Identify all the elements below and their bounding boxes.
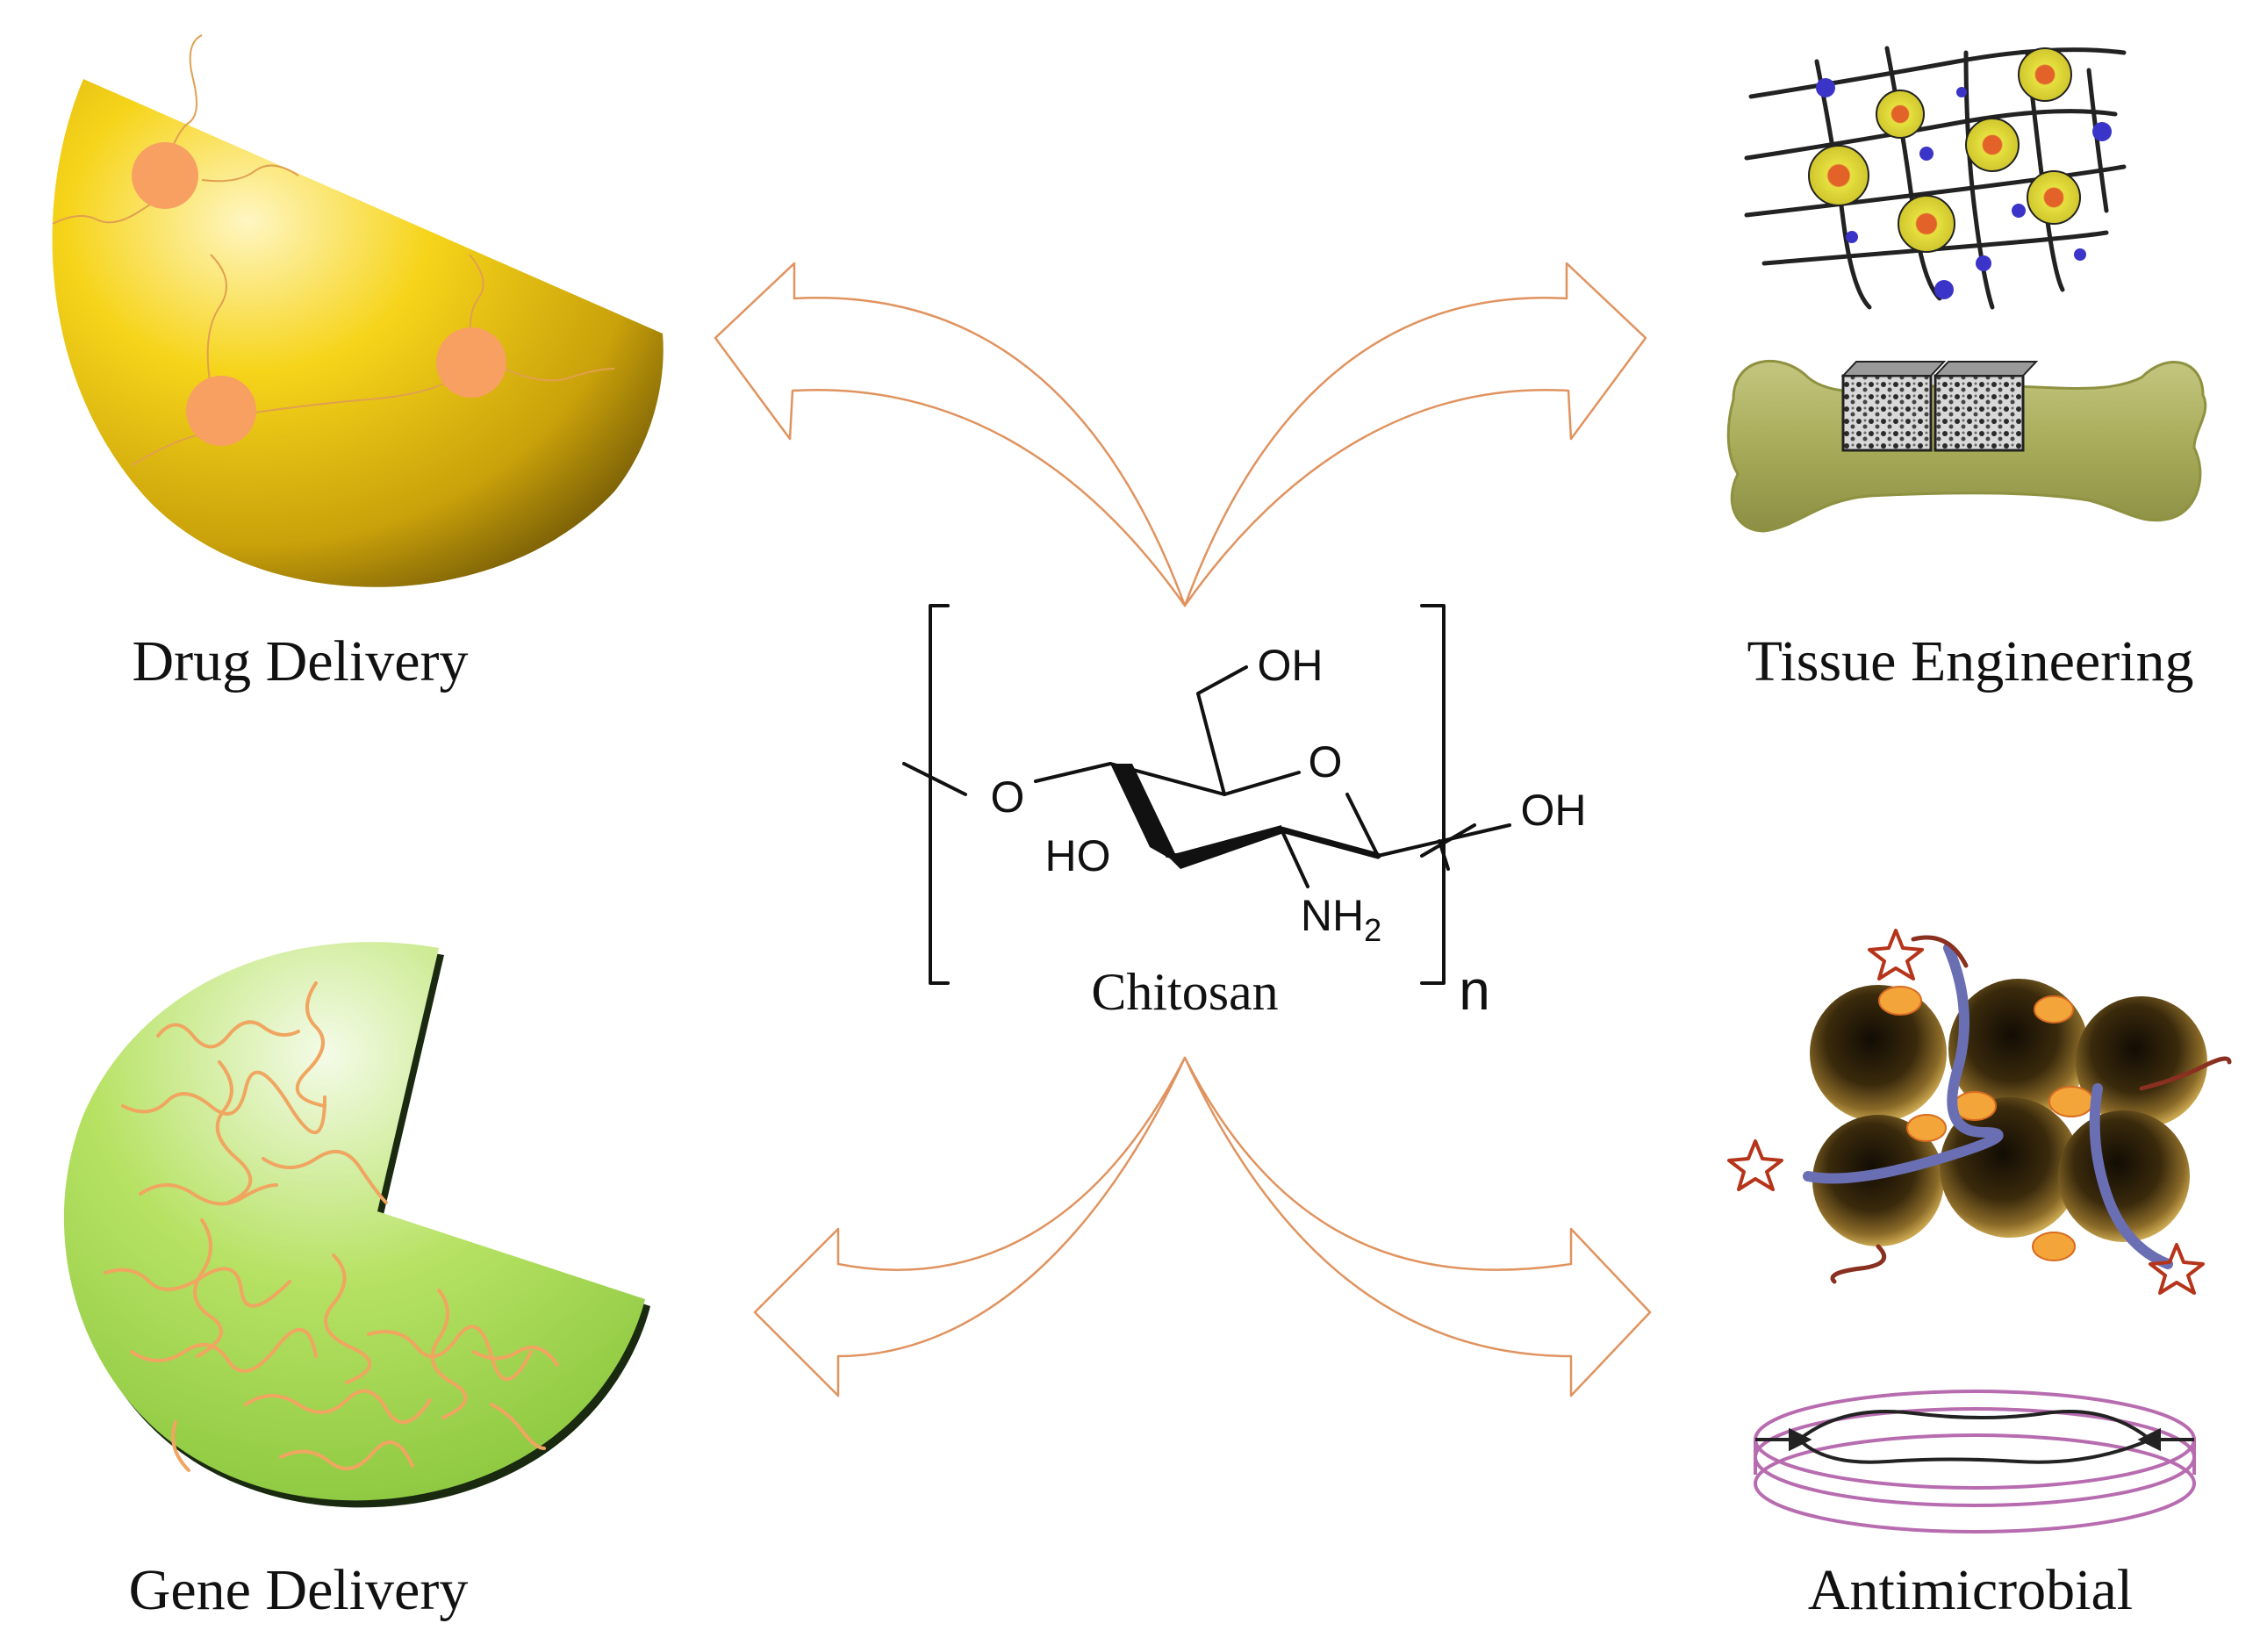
star-marker: [1727, 1139, 1783, 1191]
arrow-to-tissue-engineering: [1183, 262, 1647, 607]
microbe-cluster: [1810, 979, 2207, 1261]
tissue-engineering-label: Tissue Engineering: [1747, 629, 2193, 693]
hydroxymethyl-label: OH: [1258, 641, 1324, 690]
antimicrobial-label: Antimicrobial: [1808, 1558, 2133, 1622]
chitosan-label: Chitosan: [1091, 963, 1278, 1021]
gene-delivery-sphere: [63, 942, 650, 1508]
drug-particle: [436, 327, 506, 398]
star-marker: [2149, 1243, 2205, 1295]
gene-delivery-label: Gene Delivery: [129, 1558, 469, 1622]
chitosan-structure: O O OH OH HO NH2 Chitosan n: [902, 604, 1587, 1022]
terminal-hydroxyl-label: OH: [1521, 786, 1587, 835]
drug-delivery-label: Drug Delivery: [132, 629, 468, 693]
porous-scaffold-block: [1840, 361, 2039, 452]
link-oxygen-label: O: [991, 772, 1025, 822]
drug-delivery-sphere: [52, 34, 664, 587]
arrow-to-antimicrobial: [1183, 1056, 1652, 1397]
right-bracket: [1420, 604, 1446, 985]
ring-hydroxyl-label: HO: [1045, 831, 1111, 880]
arrow-to-gene-delivery: [753, 1056, 1187, 1397]
left-bracket: [929, 604, 950, 985]
cell-scaffold-network: [1744, 46, 2127, 310]
repeat-unit-index: n: [1459, 959, 1490, 1022]
arrow-to-drug-delivery: [714, 262, 1187, 607]
drug-particle: [186, 376, 256, 446]
ring-oxygen-label: O: [1309, 737, 1343, 786]
drug-particle: [132, 142, 198, 209]
petri-dish: [1754, 1390, 2196, 1533]
antimicrobial-strand: [1803, 935, 2232, 1284]
star-marker: [1868, 929, 1924, 980]
amino-group-label: NH2: [1301, 891, 1381, 948]
bone-scaffold: [1726, 359, 2207, 533]
